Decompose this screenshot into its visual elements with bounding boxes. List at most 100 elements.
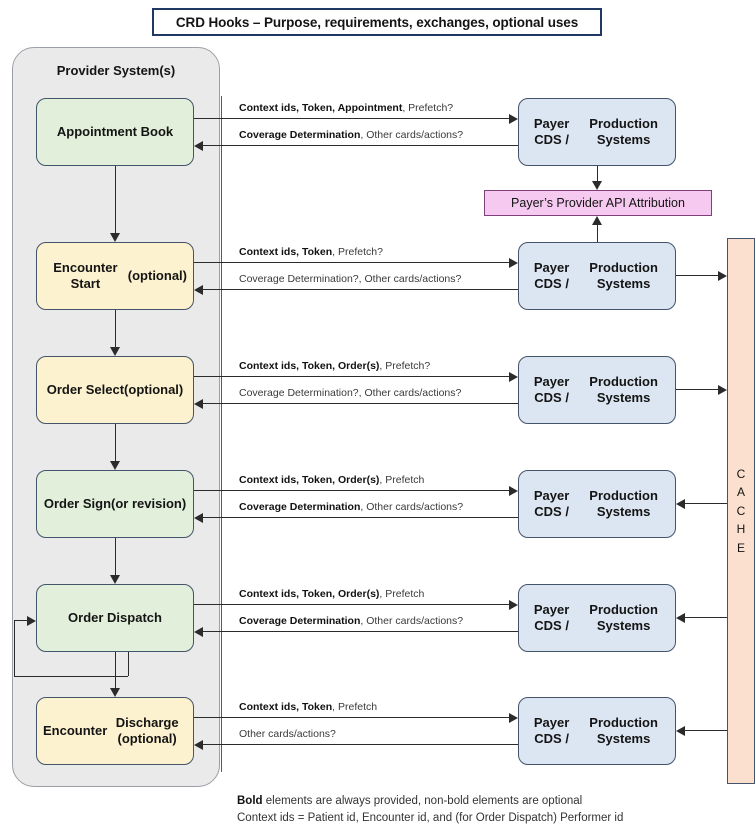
order-dispatch-loop-in [14, 620, 27, 622]
hook-chain-line-4 [115, 538, 117, 576]
payer-cds-line: Production Systems [589, 602, 658, 633]
request-arrowhead-order-dispatch [509, 599, 518, 610]
payer-cds-node-3[interactable]: Payer CDS / Production Systems [518, 356, 676, 424]
hook-chain-arrow-5 [109, 688, 120, 697]
hook-node-line: Encounter [43, 723, 108, 739]
payer-cds-node-5[interactable]: Payer CDS / Production Systems [518, 584, 676, 652]
footer-notes: Bold elements are always provided, non-b… [237, 793, 737, 828]
order-dispatch-loop-bottom [14, 676, 128, 678]
response-line-order-dispatch [203, 631, 518, 633]
order-dispatch-loop-up [14, 620, 16, 676]
request-line-appointment-book [194, 118, 509, 120]
cache-link-arrow-row-6 [676, 725, 685, 736]
page-title: CRD Hooks – Purpose, requirements, excha… [152, 8, 602, 36]
payer-cds-line: Production Systems [589, 488, 658, 519]
order-dispatch-loop-down [128, 652, 130, 676]
cache-link-line-row-4 [685, 503, 727, 505]
hook-node-line: (optional) [127, 268, 187, 284]
hook-chain-arrow-4 [109, 575, 120, 584]
request-label-order-dispatch: Context ids, Token, Order(s), Prefetch [239, 588, 425, 600]
footer-note-line-1: Bold elements are always provided, non-b… [237, 795, 583, 807]
request-label-order-select: Context ids, Token, Order(s), Prefetch? [239, 360, 431, 372]
request-arrowhead-encounter-start [509, 257, 518, 268]
provider-spine-line [221, 96, 223, 772]
hook-node-line: Order Sign [43, 496, 112, 512]
response-arrowhead-order-dispatch [194, 626, 203, 637]
request-arrowhead-encounter-discharge [509, 712, 518, 723]
request-line-order-dispatch [194, 604, 509, 606]
hook-node-line: Order Select [46, 382, 125, 398]
cache-link-arrow-row-5 [676, 612, 685, 623]
request-label-encounter-start: Context ids, Token, Prefetch? [239, 246, 383, 258]
payer-cds-line: Production Systems [589, 715, 658, 746]
hook-chain-arrow-2 [109, 347, 120, 356]
payer-cds-line: Production Systems [589, 260, 658, 291]
cache-link-arrow-row-2 [718, 270, 727, 281]
request-line-order-select [194, 376, 509, 378]
request-line-encounter-discharge [194, 717, 509, 719]
request-arrowhead-order-select [509, 371, 518, 382]
request-arrowhead-appointment-book [509, 113, 518, 124]
response-arrowhead-encounter-start [194, 284, 203, 295]
response-arrowhead-encounter-discharge [194, 739, 203, 750]
response-line-order-sign [203, 517, 518, 519]
response-arrowhead-order-sign [194, 512, 203, 523]
hook-chain-line-3 [115, 424, 117, 462]
response-line-appointment-book [203, 145, 518, 147]
response-label-encounter-discharge: Other cards/actions? [239, 728, 336, 740]
payer-cds-line: Payer CDS / [533, 488, 570, 519]
provider-systems-label: Provider System(s) [56, 62, 176, 78]
order-dispatch-loop-arrow [27, 615, 36, 626]
footer-note-line-2: Context ids = Patient id, Encounter id, … [237, 812, 624, 825]
hook-node-order-select[interactable]: Order Select(optional) [36, 356, 194, 424]
hook-node-line: (optional) [124, 382, 184, 398]
cache-link-arrow-row-4 [676, 498, 685, 509]
cache-link-line-row-5 [685, 617, 727, 619]
attribution-out-arrow [591, 216, 602, 225]
hook-node-appointment-book[interactable]: Appointment Book [36, 98, 194, 166]
payer-provider-api-attribution-box: Payer’s Provider API Attribution [484, 190, 712, 216]
response-arrowhead-appointment-book [194, 140, 203, 151]
cache-link-line-row-3 [676, 389, 718, 391]
response-label-order-dispatch: Coverage Determination, Other cards/acti… [239, 615, 464, 627]
payer-cds-line: Production Systems [589, 374, 658, 405]
cache-link-arrow-row-3 [718, 384, 727, 395]
hook-node-order-sign[interactable]: Order Sign(or revision) [36, 470, 194, 538]
hook-node-line: Appointment Book [56, 124, 174, 140]
payer-cds-line: Payer CDS / [533, 260, 570, 291]
hook-node-line: Order Dispatch [68, 610, 162, 626]
payer-cds-line: Payer CDS / [533, 602, 570, 633]
cache-link-line-row-2 [676, 275, 718, 277]
payer-cds-line: Payer CDS / [533, 715, 570, 746]
hook-node-order-dispatch[interactable]: Order Dispatch [36, 584, 194, 652]
response-label-order-select: Coverage Determination?, Other cards/act… [239, 387, 462, 399]
response-line-encounter-discharge [203, 744, 518, 746]
hook-chain-line-5 [115, 652, 117, 689]
request-label-order-sign: Context ids, Token, Order(s), Prefetch [239, 474, 425, 486]
response-line-encounter-start [203, 289, 518, 291]
hook-node-line: (or revision) [111, 496, 187, 512]
attribution-in-arrow [591, 181, 602, 190]
request-line-encounter-start [194, 262, 509, 264]
payer-cds-node-1[interactable]: Payer CDS /Production Systems [518, 98, 676, 166]
request-label-appointment-book: Context ids, Token, Appointment, Prefetc… [239, 102, 454, 114]
hook-chain-arrow-3 [109, 461, 120, 470]
response-label-appointment-book: Coverage Determination, Other cards/acti… [239, 129, 464, 141]
request-arrowhead-order-sign [509, 485, 518, 496]
attribution-in-line [597, 166, 599, 181]
cache-link-line-row-6 [685, 730, 727, 732]
response-arrowhead-order-select [194, 398, 203, 409]
payer-cds-node-6[interactable]: Payer CDS / Production Systems [518, 697, 676, 765]
payer-cds-line: Payer CDS / [533, 374, 570, 405]
request-label-encounter-discharge: Context ids, Token, Prefetch [239, 701, 378, 713]
payer-cds-node-4[interactable]: Payer CDS / Production Systems [518, 470, 676, 538]
hook-chain-line-2 [115, 310, 117, 348]
attribution-out-line [597, 225, 599, 242]
payer-cds-node-2[interactable]: Payer CDS / Production Systems [518, 242, 676, 310]
hook-node-encounter-start[interactable]: Encounter Start(optional) [36, 242, 194, 310]
payer-cds-line: Payer CDS / [533, 116, 570, 147]
response-line-order-select [203, 403, 518, 405]
